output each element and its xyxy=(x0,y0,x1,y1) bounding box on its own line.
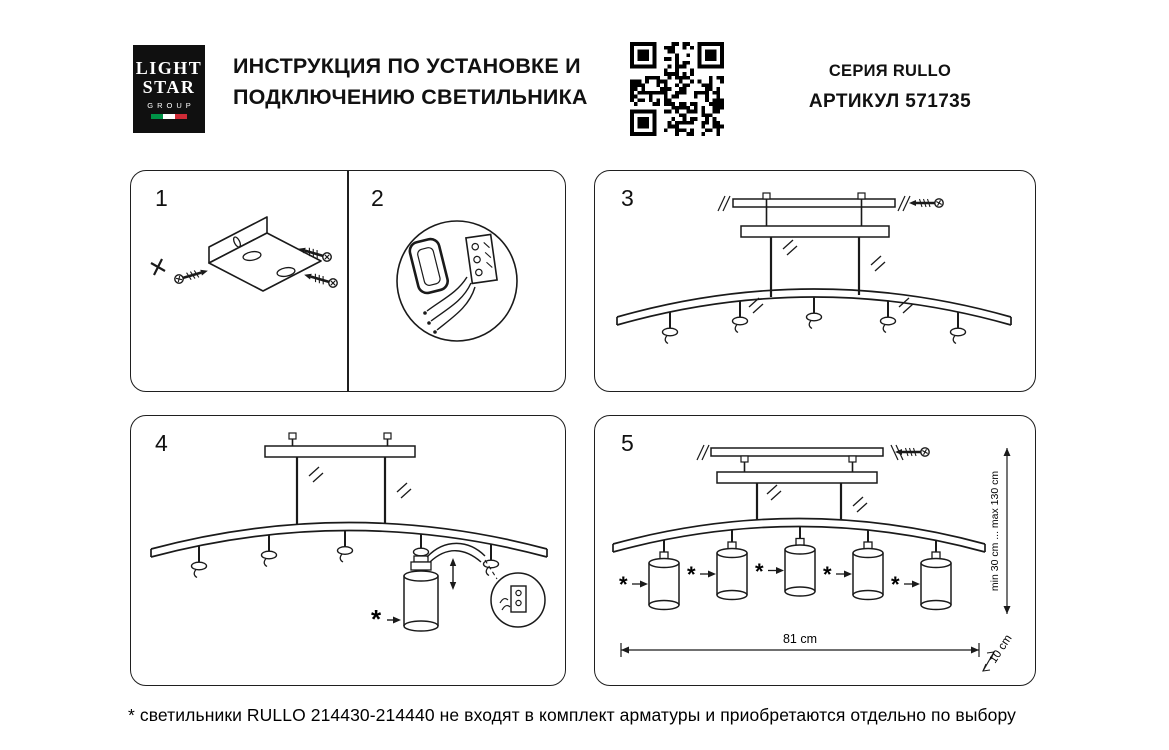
pointer-arrow-icon xyxy=(768,567,784,574)
logo-text-group: GROUP xyxy=(147,101,195,111)
shade-cylinder xyxy=(784,544,816,597)
curved-rail xyxy=(150,521,548,558)
wiring-detail-magnifier xyxy=(490,572,546,628)
screw-icon xyxy=(907,197,945,209)
series-label: СЕРИЯ RULLO xyxy=(828,62,952,80)
wires xyxy=(426,542,486,563)
step-5-number: 5 xyxy=(621,430,634,456)
shade-cylinder xyxy=(920,557,952,611)
step-1-2-panel: 1 2 xyxy=(130,170,566,392)
step-4-number: 4 xyxy=(155,430,168,456)
shade-cylinder xyxy=(648,557,680,611)
series-info: СЕРИЯ RULLO АРТИКУЛ 571735 xyxy=(780,62,1000,113)
shade-cylinder xyxy=(852,547,884,601)
slide-up-arrow-icon xyxy=(449,558,457,590)
rotate-mark-icon xyxy=(852,496,868,513)
rotate-mark-icon xyxy=(308,466,324,483)
offset-dimension: 10 cm xyxy=(982,633,1015,672)
screw-icon xyxy=(301,269,340,290)
step-3-panel: 3 xyxy=(594,170,1036,392)
included-separately-asterisk: * xyxy=(687,562,696,587)
step-4-panel: 4 xyxy=(130,415,566,686)
shade-connector xyxy=(410,555,432,571)
rotate-mark-icon xyxy=(782,239,798,256)
shade-cylinder xyxy=(403,570,439,632)
pointer-arrow-icon xyxy=(836,570,852,578)
title-line-2: ПОДКЛЮЧЕНИЮ СВЕТИЛЬНИКА xyxy=(233,85,588,110)
included-separately-asterisk: * xyxy=(823,562,832,587)
step5-final-assembly-illustration: * * * * * 81 cm mi xyxy=(612,444,1015,672)
pointer-arrow-icon xyxy=(904,580,920,588)
rotate-mark-icon xyxy=(870,255,886,272)
detail-leader-line xyxy=(484,559,498,580)
shade-cylinder xyxy=(716,547,748,601)
included-separately-asterisk: * xyxy=(371,604,382,634)
footnote: * светильники RULLO 214430-214440 не вхо… xyxy=(128,705,1016,725)
offset-dimension-label: 10 cm xyxy=(987,633,1014,666)
screwdriver-bit-icon xyxy=(150,258,166,276)
pointer-arrow-icon xyxy=(387,616,401,624)
article-label: АРТИКУЛ 571735 xyxy=(808,91,972,112)
width-dimension: 81 cm xyxy=(620,632,980,657)
included-separately-asterisk: * xyxy=(755,559,764,584)
rotate-mark-icon xyxy=(396,482,412,499)
rotate-mark-icon xyxy=(766,484,782,501)
document-title: ИНСТРУКЦИЯ ПО УСТАНОВКЕ И ПОДКЛЮЧЕНИЮ СВ… xyxy=(233,51,588,113)
step1-bracket-illustration xyxy=(150,216,340,292)
shade-rings xyxy=(190,530,500,579)
suspension-dimension: min 30 cm ... max 130 cm xyxy=(989,448,1011,614)
included-separately-asterisk: * xyxy=(619,572,628,597)
step3-frame-assembly-illustration xyxy=(616,192,1012,345)
step-3-number: 3 xyxy=(621,185,634,211)
step4-shade-mounting-illustration: * xyxy=(150,432,548,634)
shade-rings xyxy=(661,297,967,345)
terminal-block xyxy=(465,233,498,285)
pointer-arrow-icon xyxy=(700,570,716,578)
lightstar-logo: LIGHT STAR GROUP xyxy=(133,45,205,133)
step-1-number: 1 xyxy=(155,185,168,211)
italian-flag-icon xyxy=(151,114,187,120)
junction-cover xyxy=(408,237,449,295)
width-dimension-label: 81 cm xyxy=(783,632,817,646)
panel-divider xyxy=(347,171,349,391)
rotate-mark-icon xyxy=(898,297,914,314)
mounting-bracket xyxy=(208,216,322,292)
step-5-panel: 5 xyxy=(594,415,1036,686)
ceiling-mount xyxy=(696,444,904,520)
step-2-number: 2 xyxy=(371,185,384,211)
logo-text-star: STAR xyxy=(142,77,196,97)
suspension-dimension-label: min 30 cm ... max 130 cm xyxy=(989,471,1001,591)
ceiling-mount xyxy=(717,192,911,297)
logo-text-light: LIGHT xyxy=(135,57,203,78)
screw-icon xyxy=(172,265,211,286)
qr-code-icon xyxy=(630,42,724,136)
step2-wiring-illustration xyxy=(396,220,518,342)
hanger-frame xyxy=(264,432,416,524)
included-separately-asterisk: * xyxy=(891,572,900,597)
wires xyxy=(426,276,476,331)
pointer-arrow-icon xyxy=(632,580,648,588)
title-line-1: ИНСТРУКЦИЯ ПО УСТАНОВКЕ И xyxy=(233,54,581,78)
